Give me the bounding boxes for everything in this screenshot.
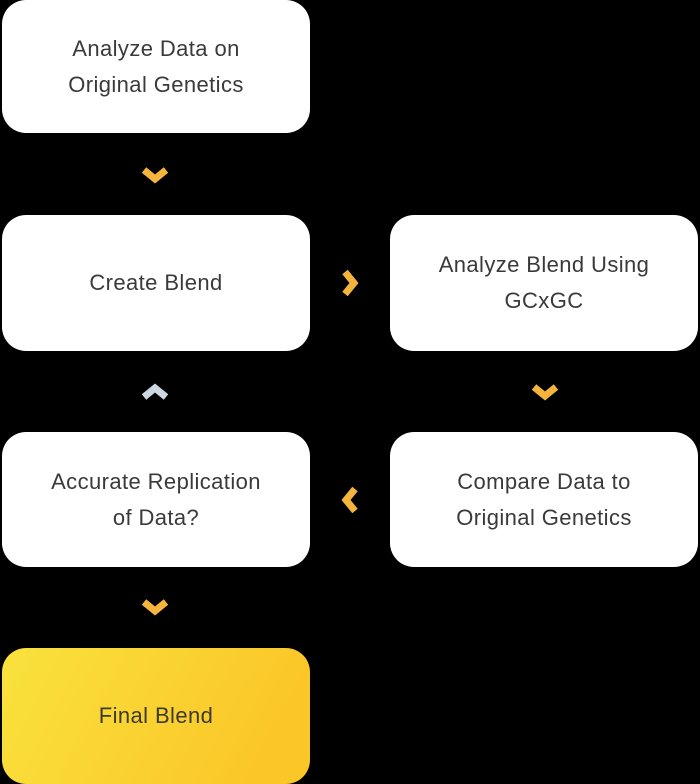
node-label-line: Accurate Replication <box>51 468 261 494</box>
chevron-down-glyph <box>141 599 169 616</box>
chevron-right-glyph <box>342 269 359 297</box>
chevron-up-icon <box>140 383 170 401</box>
node-analyze-blend: Analyze Blend Using GCxGC <box>390 215 698 351</box>
chevron-down-icon <box>140 598 170 616</box>
node-label-line: Final Blend <box>98 703 214 728</box>
node-label-line: Original Genetics <box>68 71 244 97</box>
chevron-up-glyph <box>141 383 169 400</box>
node-compare-data: Compare Data to Original Genetics <box>390 432 698 567</box>
node-create-blend: Create Blend <box>2 215 310 351</box>
node-label-line: GCxGC <box>504 288 584 313</box>
chevron-left-glyph <box>341 486 358 514</box>
chevron-right-icon <box>341 268 359 298</box>
chevron-down-icon <box>140 166 170 184</box>
node-label-line: Original Genetics <box>456 504 632 530</box>
node-label-line: Analyze Blend Using <box>438 252 650 277</box>
chevron-down-glyph <box>531 384 559 401</box>
node-label-line: Compare Data to <box>457 468 631 494</box>
chevron-down-icon <box>530 383 560 401</box>
node-label-line: of Data? <box>112 504 200 530</box>
node-label-line: Create Blend <box>89 270 223 295</box>
chevron-down-glyph <box>141 167 169 184</box>
node-final-blend: Final Blend <box>2 648 310 784</box>
chevron-left-icon <box>341 485 359 515</box>
node-label-line: Analyze Data on <box>72 35 240 61</box>
node-accurate-replication: Accurate Replication of Data? <box>2 432 310 567</box>
node-analyze-data: Analyze Data on Original Genetics <box>2 0 310 133</box>
